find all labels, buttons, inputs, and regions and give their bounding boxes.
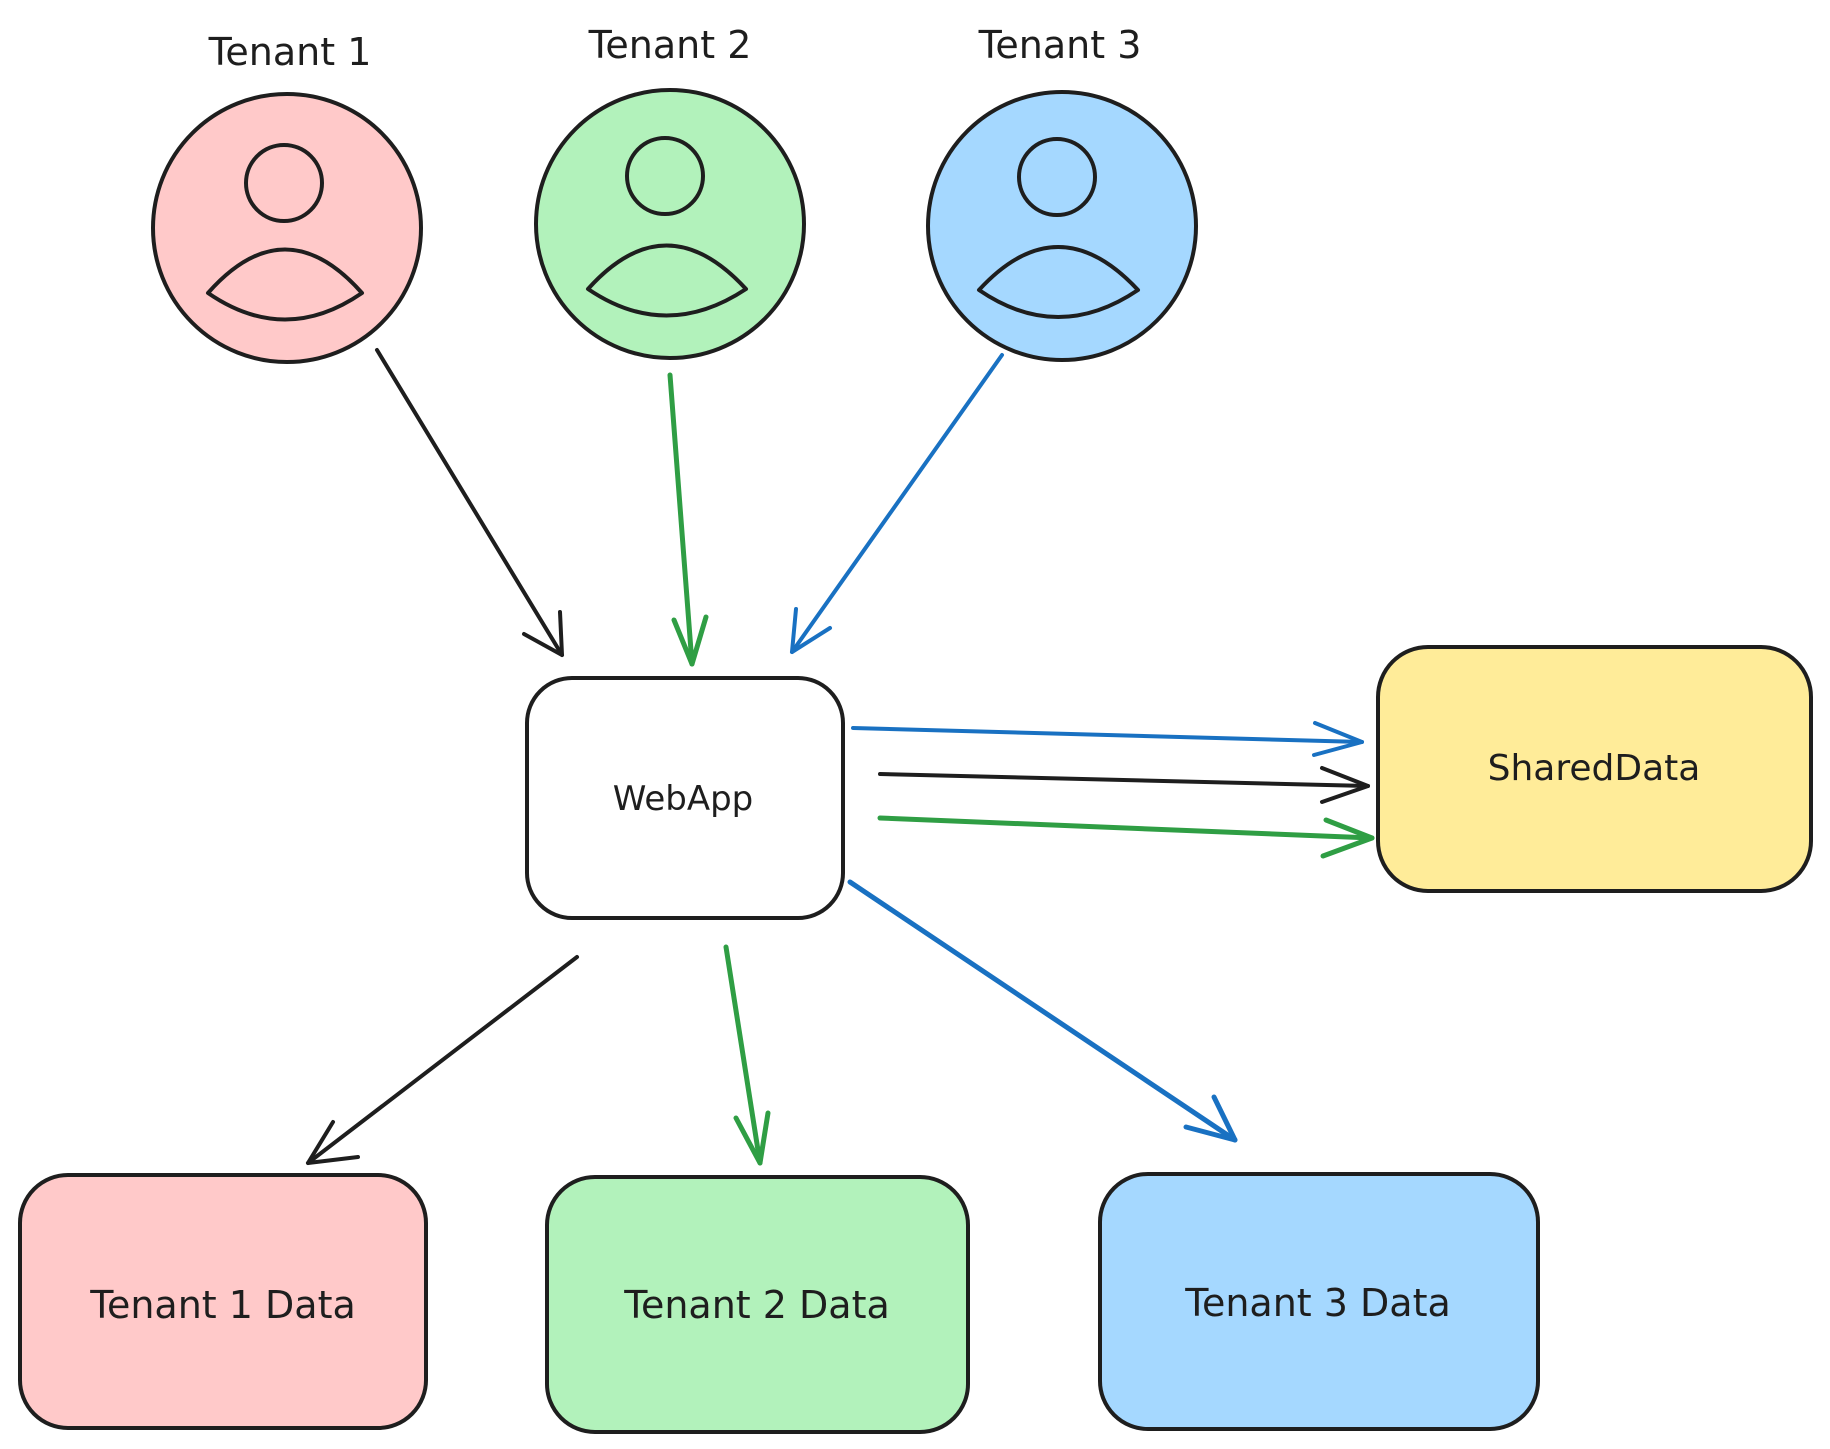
tenant-1-data-label: Tenant 1 Data (89, 1283, 356, 1327)
webapp-label: WebApp (613, 779, 754, 819)
tenant-2-avatar[interactable] (534, 88, 806, 360)
person-icon (206, 143, 364, 322)
tenant-3-avatar[interactable] (926, 90, 1198, 362)
arrow-tenant-1-to-webapp (375, 348, 564, 657)
tenant-3-circle (926, 90, 1198, 362)
tenant-1-avatar[interactable] (151, 92, 423, 364)
shared-data-label: SharedData (1488, 748, 1701, 789)
tenant-3-data-box (1098, 1172, 1540, 1431)
arrow-tenant-3-to-webapp (790, 353, 1004, 654)
arrow-webapp-to-tenant-1-data (306, 955, 579, 1165)
tenant-1-data-node[interactable]: Tenant 1 Data (18, 1173, 428, 1430)
person-icon (977, 137, 1140, 319)
tenant-1-data-box (18, 1173, 428, 1430)
arrow-webapp-to-shared-blue (851, 721, 1364, 757)
webapp-node[interactable]: WebApp (525, 676, 845, 920)
tenant-3-label: Tenant 3 (978, 23, 1142, 67)
tenant-3-data-node[interactable]: Tenant 3 Data (1098, 1172, 1540, 1431)
arrow-webapp-to-tenant-3-data (847, 879, 1238, 1143)
arrow-webapp-to-tenant-2-data (723, 944, 771, 1166)
arrow-webapp-to-shared-black (878, 766, 1370, 804)
tenant-2-circle (534, 88, 806, 360)
tenant-2-data-box (545, 1175, 970, 1434)
shared-data-node[interactable]: SharedData (1376, 645, 1813, 893)
person-icon (586, 136, 748, 318)
tenant-3-data-label: Tenant 3 Data (1184, 1281, 1451, 1325)
arrow-webapp-to-shared-green (877, 815, 1375, 859)
tenant-2-data-node[interactable]: Tenant 2 Data (545, 1175, 970, 1434)
arrow-tenant-2-to-webapp (667, 372, 709, 667)
tenant-1-label: Tenant 1 (208, 30, 372, 74)
shared-data-box (1376, 645, 1813, 893)
tenant-1-circle (151, 92, 423, 364)
tenant-2-label: Tenant 2 (588, 23, 752, 67)
tenant-2-data-label: Tenant 2 Data (623, 1283, 890, 1327)
webapp-box (525, 676, 845, 920)
